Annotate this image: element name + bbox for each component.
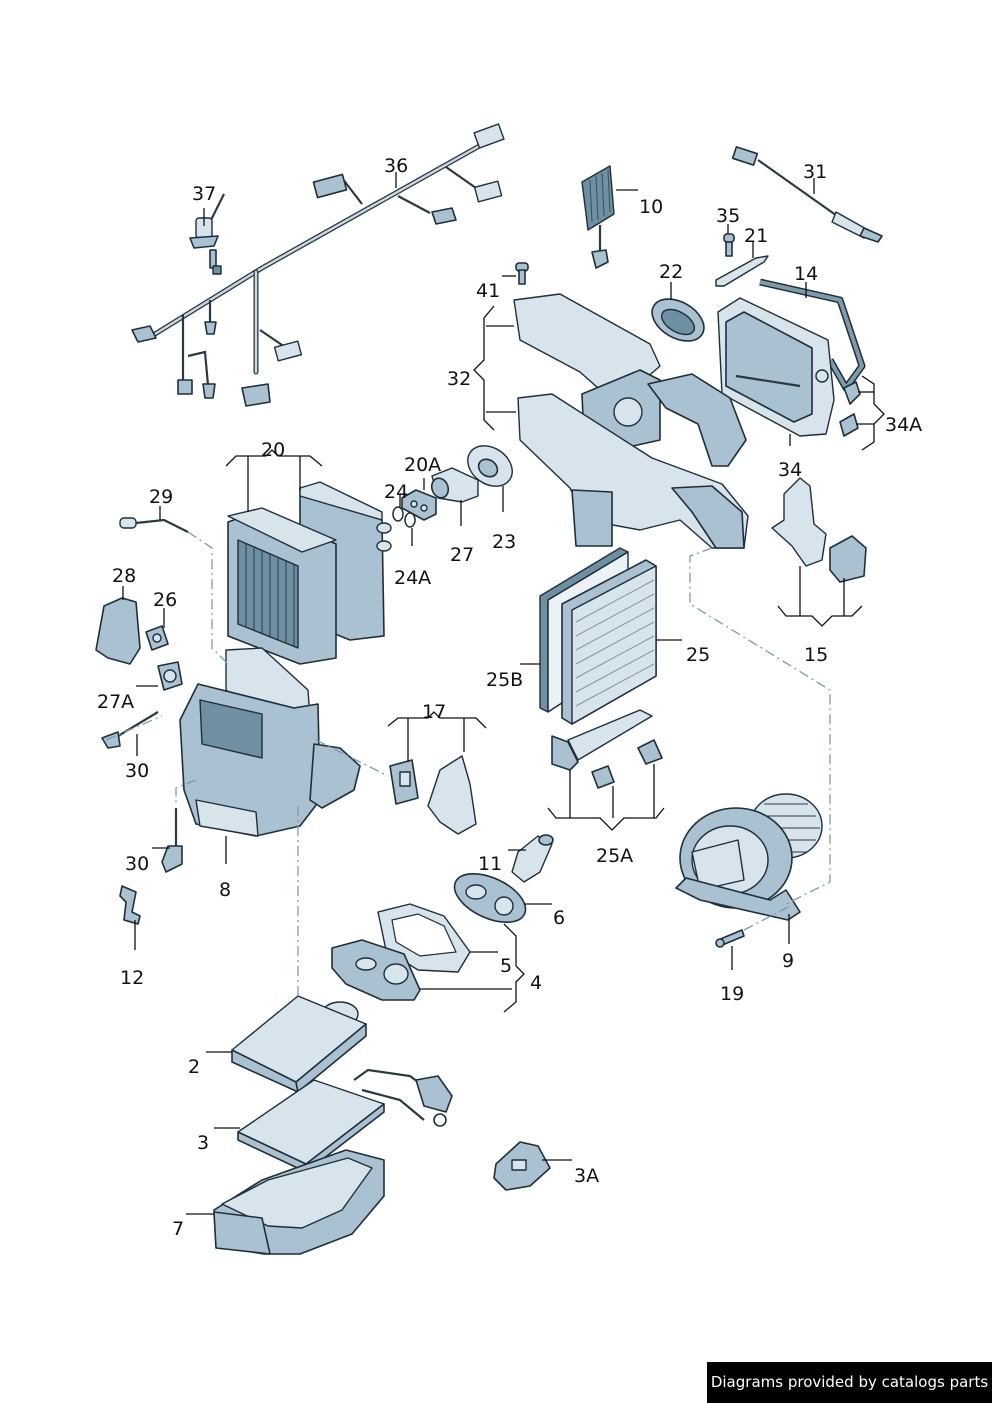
callout-3[interactable]: 3 — [197, 1132, 209, 1154]
part-25-dust-pollen-filter[interactable] — [561, 559, 657, 725]
callout-14[interactable]: 14 — [794, 263, 818, 285]
callout-8[interactable]: 8 — [219, 879, 231, 901]
callout-27[interactable]: 27 — [450, 544, 474, 566]
callout-11[interactable]: 11 — [478, 853, 502, 875]
credit-text: Diagrams provided by catalogs parts — [710, 1373, 989, 1391]
callout-24A[interactable]: 24A — [394, 567, 431, 589]
callout-34[interactable]: 34 — [778, 459, 802, 481]
part-29-sensor[interactable] — [119, 517, 189, 533]
callout-37[interactable]: 37 — [192, 183, 216, 205]
callout-22[interactable]: 22 — [659, 261, 683, 283]
callout-9[interactable]: 9 — [782, 950, 794, 972]
part-7-housing-lower[interactable] — [213, 1149, 385, 1255]
credit-banner: Diagrams provided by catalogs parts — [707, 1362, 992, 1403]
callout-30-upper[interactable]: 30 — [125, 760, 149, 782]
callout-7[interactable]: 7 — [172, 1218, 184, 1240]
part-23-seal[interactable] — [460, 437, 520, 494]
part-3-auxiliary-heater[interactable] — [237, 1068, 453, 1173]
part-36-wiring-harness[interactable] — [131, 123, 505, 407]
part-6-seal[interactable] — [447, 864, 533, 932]
callout-34A[interactable]: 34A — [885, 414, 922, 436]
callout-41[interactable]: 41 — [476, 280, 500, 302]
callout-5[interactable]: 5 — [500, 955, 512, 977]
callout-17[interactable]: 17 — [422, 701, 446, 723]
part-25A-filter-cover-set[interactable] — [551, 709, 663, 789]
part-24A-o-ring[interactable] — [404, 512, 416, 528]
callout-23[interactable]: 23 — [492, 531, 516, 553]
part-19-screw[interactable] — [715, 929, 745, 948]
part-8-heater-housing[interactable] — [179, 647, 361, 837]
part-34-housing-cover[interactable] — [717, 297, 835, 437]
leader-lines — [122, 172, 885, 1215]
part-17-duct-set[interactable] — [389, 755, 477, 835]
part-37-sensor[interactable] — [189, 193, 225, 275]
callout-10[interactable]: 10 — [639, 196, 663, 218]
callout-6[interactable]: 6 — [553, 907, 565, 929]
callout-labels: 37 36 10 31 35 21 22 14 41 32 34A 34 20 … — [97, 155, 922, 1240]
callout-20A[interactable]: 20A — [404, 454, 441, 476]
callout-35[interactable]: 35 — [716, 205, 740, 227]
part-10-heater-element[interactable] — [581, 165, 615, 269]
callout-32[interactable]: 32 — [447, 368, 471, 390]
callout-24[interactable]: 24 — [384, 481, 408, 503]
assembly-lines — [105, 531, 831, 996]
part-21-bracket[interactable] — [715, 255, 769, 287]
callout-30-lower[interactable]: 30 — [125, 853, 149, 875]
part-32-housing[interactable] — [513, 293, 749, 549]
part-28-lever-bracket[interactable] — [95, 597, 141, 665]
part-34A-flap-levers[interactable] — [839, 381, 861, 437]
part-15-duct-actuator[interactable] — [771, 477, 867, 583]
part-2-heat-exchanger[interactable] — [231, 995, 367, 1093]
part-11-pipe-connector[interactable] — [511, 834, 554, 883]
part-20-evaporator[interactable] — [227, 481, 392, 665]
part-35-screw[interactable] — [723, 233, 735, 257]
callout-4[interactable]: 4 — [530, 972, 542, 994]
callout-25[interactable]: 25 — [686, 644, 710, 666]
callout-21[interactable]: 21 — [744, 225, 768, 247]
callout-29[interactable]: 29 — [149, 486, 173, 508]
part-24-o-ring[interactable] — [392, 506, 404, 522]
callout-2[interactable]: 2 — [188, 1056, 200, 1078]
callout-15[interactable]: 15 — [804, 644, 828, 666]
callout-25A[interactable]: 25A — [596, 845, 633, 867]
callout-20[interactable]: 20 — [261, 439, 285, 461]
part-26-servo-motor[interactable] — [145, 625, 169, 651]
part-27A-servo-motor[interactable] — [157, 661, 183, 691]
callout-36[interactable]: 36 — [384, 155, 408, 177]
part-12-clip[interactable] — [119, 885, 141, 925]
callout-26[interactable]: 26 — [153, 589, 177, 611]
callout-31[interactable]: 31 — [803, 161, 827, 183]
part-9-fresh-air-blower[interactable] — [675, 793, 823, 921]
part-22-seal[interactable] — [645, 290, 711, 349]
part-31-sensor-cable[interactable] — [731, 146, 883, 243]
part-3A-bracket[interactable] — [493, 1141, 551, 1191]
part-14-gasket[interactable] — [759, 278, 866, 392]
callout-25B[interactable]: 25B — [486, 669, 523, 691]
callout-27A[interactable]: 27A — [97, 691, 134, 713]
part-27-grommet[interactable] — [429, 467, 479, 503]
part-41-screw[interactable] — [515, 262, 529, 285]
part-4-seal-set[interactable] — [331, 939, 421, 1001]
callout-19[interactable]: 19 — [720, 983, 744, 1005]
callout-3A[interactable]: 3A — [574, 1165, 599, 1187]
callout-28[interactable]: 28 — [112, 565, 136, 587]
part-30-temperature-sender-lower[interactable] — [161, 808, 183, 873]
callout-12[interactable]: 12 — [120, 967, 144, 989]
